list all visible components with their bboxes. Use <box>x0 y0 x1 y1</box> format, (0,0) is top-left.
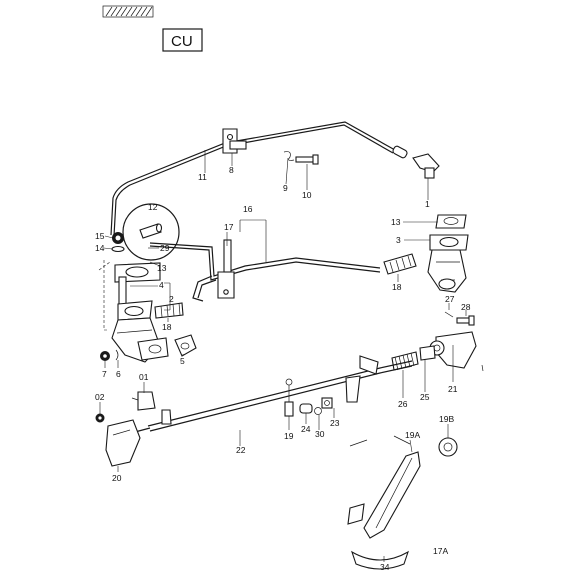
callout-26: 26 <box>398 399 408 409</box>
callout-4: 4 <box>159 280 164 290</box>
callout-3: 3 <box>396 235 401 245</box>
callout-30: 30 <box>315 429 325 439</box>
callout-17a: 17A <box>433 546 448 556</box>
callout-16: 16 <box>243 204 253 214</box>
callout-7: 7 <box>102 369 107 379</box>
callout-6: 6 <box>116 369 121 379</box>
upper-rod <box>110 121 440 237</box>
hatched-stamp <box>102 5 154 18</box>
callout-13-top: 13 <box>391 217 401 227</box>
model-code-label: CU <box>171 33 193 50</box>
callout-9: 9 <box>283 183 288 193</box>
callout-1: 1 <box>425 199 430 209</box>
bracket-19a <box>347 435 458 570</box>
callout-01: 01 <box>139 372 149 382</box>
leader-lines <box>99 150 467 562</box>
callout-25: 25 <box>420 392 430 402</box>
callout-27: 27 <box>445 294 455 304</box>
callout-29: 29 <box>160 243 170 253</box>
model-code-box: CU <box>162 28 203 52</box>
callout-22: 22 <box>236 445 246 455</box>
callout-28: 28 <box>461 302 471 312</box>
right-bracket-assembly <box>419 311 477 369</box>
edge-mark <box>481 364 484 372</box>
callout-10: 10 <box>302 190 312 200</box>
callout-18-left: 18 <box>162 322 172 332</box>
callout-02: 02 <box>95 392 105 402</box>
callout-5: 5 <box>180 356 185 366</box>
middle-rod <box>149 239 417 319</box>
callout-labels: 1 2 3 4 5 6 7 8 9 10 11 12 13 13 14 15 1… <box>95 165 471 570</box>
callout-2: 2 <box>169 294 174 304</box>
callout-24: 24 <box>301 424 311 434</box>
callout-12: 12 <box>148 202 158 212</box>
callout-20: 20 <box>112 473 122 483</box>
callout-11: 11 <box>198 172 207 182</box>
callout-13-left: 13 <box>157 263 167 273</box>
callout-18-right: 18 <box>392 282 402 292</box>
callout-19b: 19B <box>439 414 454 424</box>
callout-34: 34 <box>380 562 390 570</box>
lower-rod <box>134 351 419 433</box>
callout-19: 19 <box>284 431 294 441</box>
callout-8: 8 <box>229 165 234 175</box>
right-flange-assembly <box>427 214 469 293</box>
left-flange-assembly <box>98 232 197 363</box>
callout-17: 17 <box>224 222 234 232</box>
callout-15: 15 <box>95 231 105 241</box>
callout-19a: 19A <box>405 430 420 440</box>
callout-23: 23 <box>330 418 340 428</box>
highlight-circle <box>122 203 180 261</box>
lower-left-bracket <box>95 391 172 467</box>
callout-14: 14 <box>95 243 105 253</box>
callout-21: 21 <box>448 384 458 394</box>
